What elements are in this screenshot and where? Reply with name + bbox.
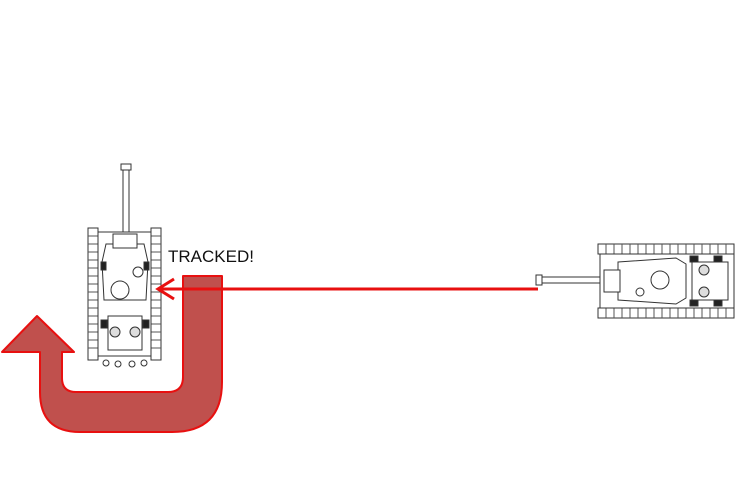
tracked-label: TRACKED! bbox=[168, 247, 254, 266]
shot-arrow-icon bbox=[155, 277, 538, 301]
u-turn-arrow-icon bbox=[1, 275, 223, 433]
right-tank-icon bbox=[535, 243, 735, 319]
left-tank-icon bbox=[87, 163, 162, 368]
